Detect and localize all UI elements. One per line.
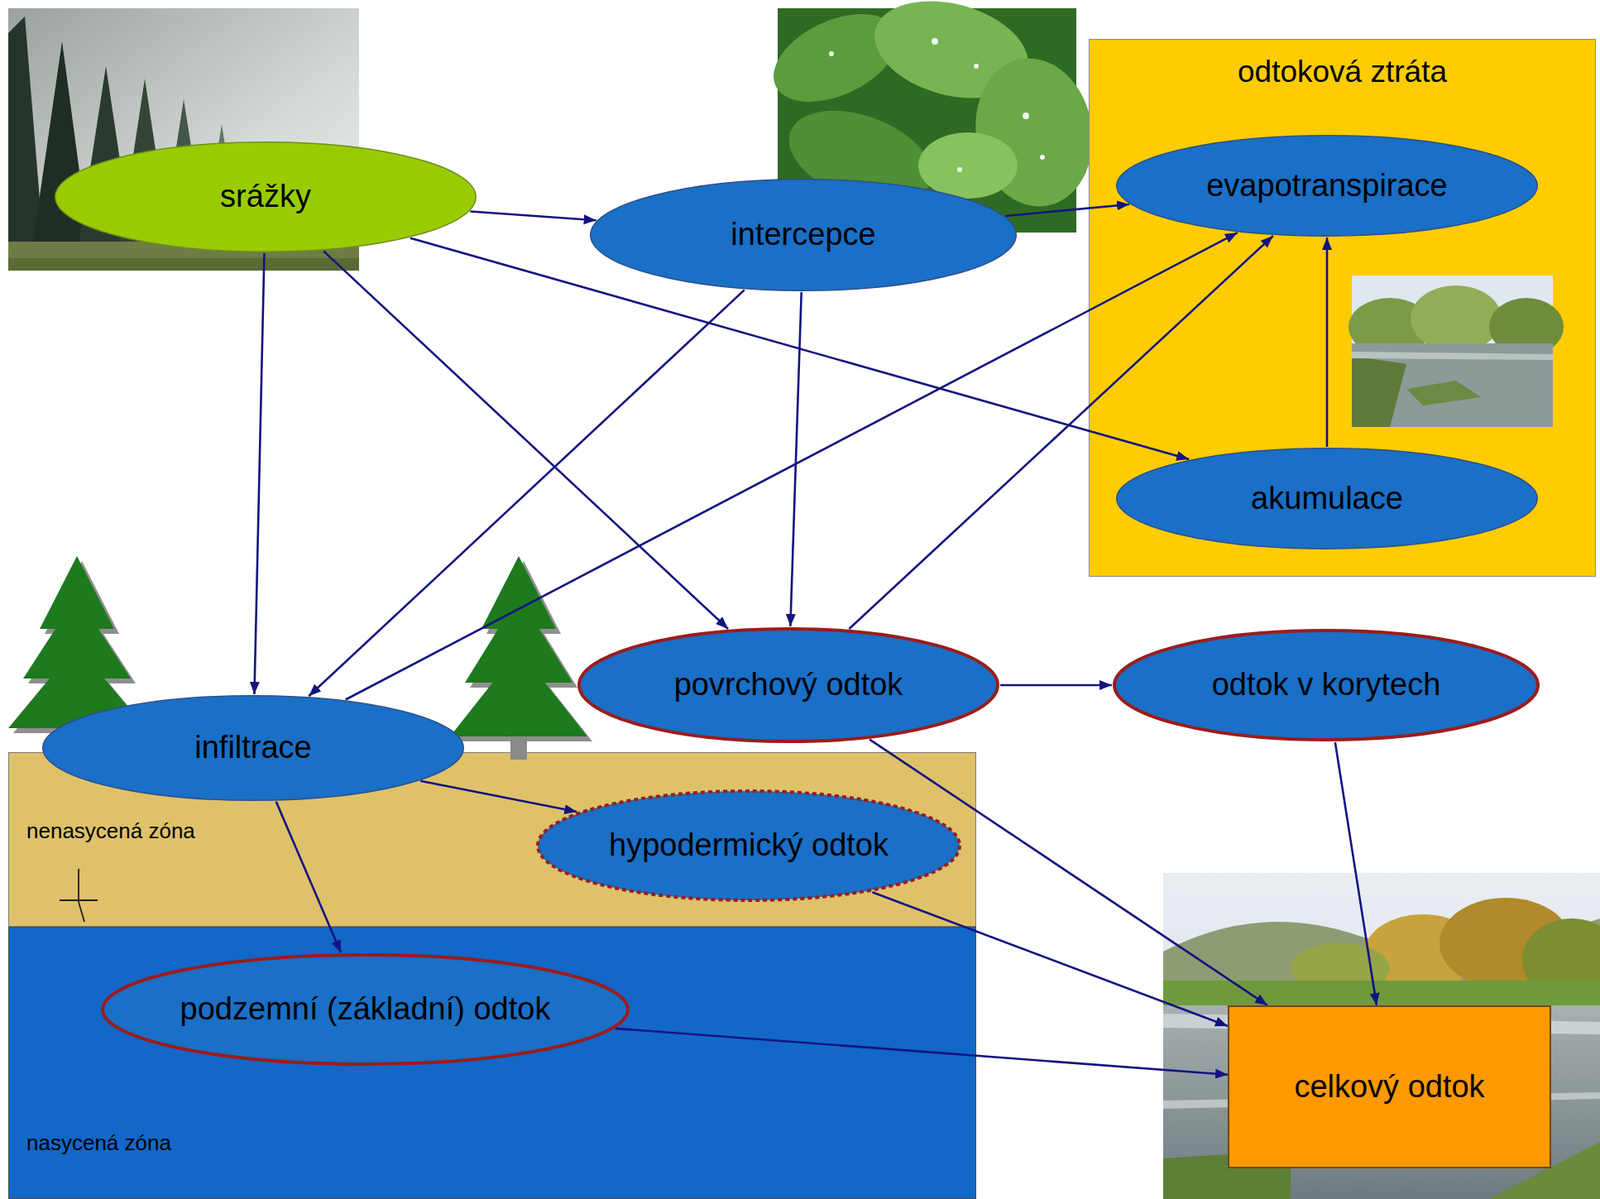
- flow-arrow: [1335, 742, 1377, 1006]
- ellipse-outline: [579, 628, 998, 742]
- node-label: srážky: [220, 178, 312, 216]
- river-photo: [1163, 872, 1600, 1199]
- river-photo: [1163, 1005, 1600, 1199]
- flow-arrow: [790, 292, 801, 627]
- runoff-ellipse: hypodermický odtok: [535, 788, 963, 903]
- water-level-symbol: [59, 899, 98, 901]
- leaves-photo: [918, 132, 1018, 199]
- ellipse-outline: [537, 790, 960, 901]
- node-label: evapotranspirace: [1206, 167, 1448, 205]
- spruce-tree: [8, 645, 146, 729]
- leaves-photo: [1039, 154, 1045, 160]
- group-title: odtoková ztráta: [1089, 39, 1596, 91]
- flow-arrow: [615, 1028, 1228, 1075]
- node-label: hypodermický odtok: [608, 827, 889, 864]
- runoff-ellipse: podzemní (základní) odtok: [100, 952, 631, 1067]
- flow-arrow: [848, 235, 1273, 629]
- flow-arrow: [1326, 237, 1329, 447]
- spruce-tree: [450, 649, 588, 737]
- forest-photo: [8, 258, 360, 271]
- flow-arrow: [345, 232, 1238, 700]
- flow-arrow: [1000, 684, 1112, 687]
- node-label: podzemní (základní) odtok: [180, 991, 551, 1028]
- result-box: celkový odtok: [1227, 1005, 1552, 1169]
- flow-arrow: [420, 780, 577, 812]
- water-level-symbol: [59, 868, 98, 922]
- spruce-tree: [450, 555, 593, 760]
- node-label: celkový odtok: [1293, 1068, 1485, 1106]
- node-label: intercepce: [730, 216, 876, 254]
- flow-arrow: [1005, 204, 1130, 216]
- ellipse-outline: [55, 142, 477, 253]
- river-photo: [1163, 872, 1600, 1199]
- process-ellipse: intercepce: [589, 177, 1018, 293]
- flow-arrow: [308, 289, 745, 696]
- node-label: povrchový odtok: [674, 666, 904, 704]
- leaves-photo: [931, 38, 939, 45]
- node-label: akumulace: [1250, 480, 1404, 518]
- ellipse-outline: [590, 179, 1017, 292]
- runoff-ellipse: povrchový odtok: [576, 626, 1001, 744]
- ellipse-outline: [1116, 135, 1538, 237]
- runoff-ellipse: odtok v korytech: [1111, 627, 1541, 743]
- spruce-tree: [510, 734, 527, 760]
- water-level-symbol: [78, 901, 85, 922]
- groundwater-band: nasycená zóna podzemní (základní) odtok: [8, 926, 977, 1199]
- zone-label: nasycená zóna: [26, 1130, 172, 1156]
- flood-photo: [1348, 275, 1564, 427]
- process-ellipse: infiltrace: [41, 694, 465, 802]
- spruce-tree: [8, 555, 151, 752]
- leaves-photo: [973, 63, 979, 69]
- process-ellipse: evapotranspirace: [1115, 134, 1539, 238]
- ellipse-outline: [102, 954, 628, 1064]
- flow-arrow: [871, 891, 1228, 1026]
- flood-photo: [1351, 355, 1407, 427]
- leaves-photo: [828, 51, 834, 57]
- process-ellipse: akumulace: [1115, 446, 1539, 551]
- leaves-photo: [1022, 112, 1030, 120]
- flood-photo: [1410, 285, 1502, 352]
- zone-label: nenasycená zóna: [26, 819, 196, 844]
- ellipse-outline: [43, 695, 465, 801]
- ellipse-outline: [1116, 448, 1538, 550]
- flow-arrow: [253, 253, 264, 695]
- ellipse-outline: [1114, 630, 1538, 740]
- flow-arrow: [323, 250, 729, 629]
- flood-photo: [1351, 343, 1553, 427]
- node-label: infiltrace: [194, 729, 312, 767]
- input-ellipse: srážky: [53, 140, 478, 254]
- water-level-symbol: [77, 868, 80, 902]
- spruce-tree: [68, 726, 86, 752]
- flood-photo: [1351, 351, 1553, 360]
- flood-photo: [1406, 380, 1481, 406]
- node-label: odtok v korytech: [1211, 666, 1442, 704]
- leaves-photo: [957, 167, 963, 173]
- flow-arrow: [276, 801, 341, 954]
- flow-arrow: [469, 211, 596, 221]
